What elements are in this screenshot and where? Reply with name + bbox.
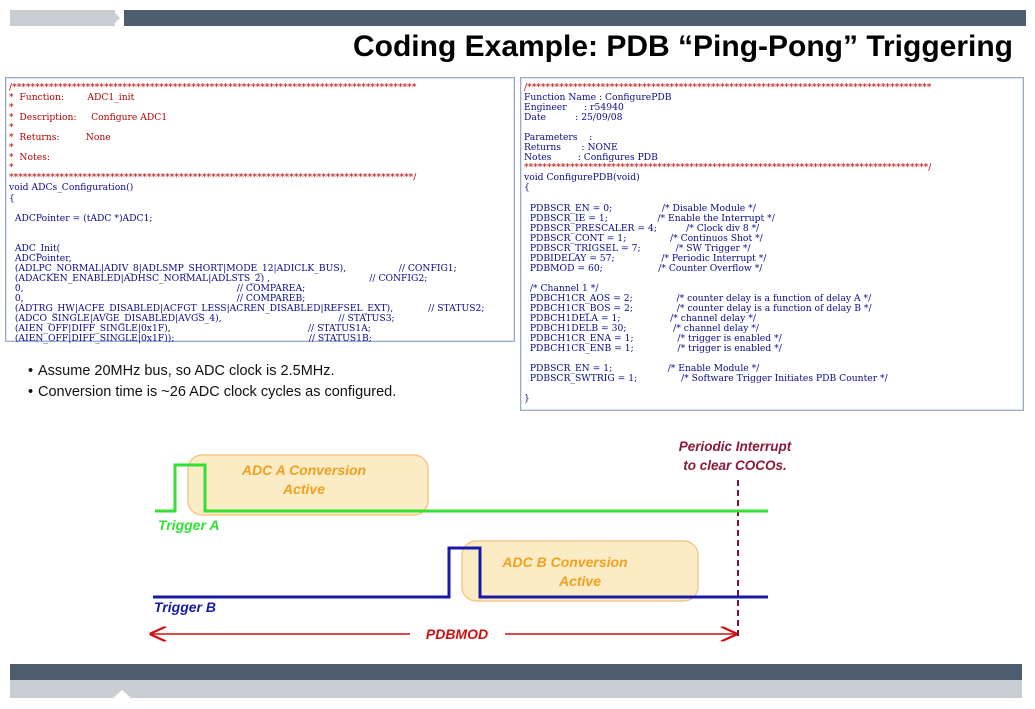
pdb-code-block: /***************************************… xyxy=(524,83,1020,405)
code-line: 0, // COMPAREA; xyxy=(9,282,306,294)
adc-b-label-line2: Active xyxy=(558,573,601,589)
code-line: Parameters : xyxy=(524,132,593,144)
code-line: PDBCH1CR_ENA = 1; /* trigger is enabled … xyxy=(524,333,782,345)
code-line: * xyxy=(9,122,14,134)
code-line: PDBCH1DELB = 30; /* channel delay */ xyxy=(524,323,759,335)
code-line: (ADTRG_HW|ACFE_DISABLED|ACFGT_LESS|ACREN… xyxy=(9,303,485,315)
bullet-item-conversion-time: •Conversion time is ~26 ADC clock cycles… xyxy=(28,384,397,400)
top-bar-notch xyxy=(112,10,120,26)
code-line: PDBCH1CR_BOS = 2; /* counter delay is a … xyxy=(524,303,872,315)
top-bar-right xyxy=(124,10,1026,26)
code-line: ADC_Init( xyxy=(9,242,61,254)
trigger-a-waveform xyxy=(155,463,768,513)
code-line: PDBCH1CR_ENB = 1; /* trigger is enabled … xyxy=(524,343,782,355)
code-line: PDBSCR_PRESCALER = 4; /* Clock div 8 */ xyxy=(524,222,760,234)
code-line: PDBCH1CR_AOS = 2; /* counter delay is a … xyxy=(524,292,872,304)
code-line xyxy=(524,123,1020,133)
bullet-item-bus-clock: •Assume 20MHz bus, so ADC clock is 2.5MH… xyxy=(28,363,335,379)
code-line: PDBSCR_TRIGSEL = 7; /* SW Trigger */ xyxy=(524,242,751,254)
code-line: (ADACKEN_ENABLED|ADHSC_NORMAL|ADLSTS_2) … xyxy=(9,272,428,284)
bottom-bar-light xyxy=(10,680,1022,698)
code-line: (AIEN_OFF|DIFF_SINGLE|0x1F)); // STATUS1… xyxy=(9,333,372,345)
code-line: Date : 25/09/08 xyxy=(524,112,623,124)
code-line: PDBSCR_EN = 0; /* Disable Module */ xyxy=(524,202,756,214)
adc-a-label-line1: ADC A Conversion xyxy=(241,462,366,478)
trigger-a-label: Trigger A xyxy=(158,517,219,533)
bottom-bar xyxy=(10,664,1022,680)
adc-a-conversion-box xyxy=(187,454,429,516)
adc-code-block: /***************************************… xyxy=(9,83,511,344)
code-line xyxy=(524,384,1020,394)
code-line: PDBCH1DELA = 1; /* channel delay */ xyxy=(524,313,756,325)
code-line: PDBIDELAY = 57; /* Periodic Interrupt */ xyxy=(524,252,767,264)
code-line: * Returns: None xyxy=(9,132,111,144)
code-line: PDBMOD = 60; /* Counter Overflow */ xyxy=(524,262,763,274)
code-line: ****************************************… xyxy=(524,162,932,174)
interrupt-label-line2: to clear COCOs. xyxy=(683,458,787,473)
code-line: 0, // COMPAREB; xyxy=(9,292,306,304)
adc-b-conversion-box xyxy=(461,540,699,602)
code-line: { xyxy=(524,182,530,194)
code-line: (AIEN_OFF|DIFF_SINGLE|0x1F), // STATUS1A… xyxy=(9,323,371,335)
code-line: (ADLPC_NORMAL|ADIV_8|ADLSMP_SHORT|MODE_1… xyxy=(9,262,457,274)
code-line: * xyxy=(9,162,14,174)
top-bar-left xyxy=(10,10,115,26)
code-line: void ADCs_Configuration() xyxy=(9,182,134,194)
code-line xyxy=(524,274,1020,284)
code-line: PDBSCR_EN = 1; /* Enable Module */ xyxy=(524,363,760,375)
code-line: PDBSCR_IE = 1; /* Enable the Interrupt *… xyxy=(524,212,775,224)
code-line: { xyxy=(9,192,15,204)
pdbmod-label: PDBMOD xyxy=(426,626,488,642)
code-line: * Function: ADC1_init xyxy=(9,92,135,104)
code-line: (ADCO_SINGLE|AVGE_DISABLED|AVGS_4), // S… xyxy=(9,313,395,325)
code-line: ****************************************… xyxy=(9,172,417,184)
interrupt-label-line1: Periodic Interrupt xyxy=(679,439,792,454)
code-line: void ConfigurePDB(void) xyxy=(524,172,640,184)
code-line: ADCPointer = (tADC *)ADC1; xyxy=(9,212,153,224)
code-line: * Description: Configure ADC1 xyxy=(9,112,168,124)
adc-b-label-line1: ADC B Conversion xyxy=(501,554,627,570)
code-line: Engineer : r54940 xyxy=(524,102,624,114)
trigger-b-label: Trigger B xyxy=(154,599,216,615)
bullet-text: Conversion time is ~26 ADC clock cycles … xyxy=(38,384,397,400)
code-line: Returns : NONE xyxy=(524,142,618,154)
code-line: Notes : Configures PDB xyxy=(524,152,658,164)
code-line: PDBSCR_SWTRIG = 1; /* Software Trigger I… xyxy=(524,373,888,385)
code-line xyxy=(9,224,511,234)
code-line: /* Channel 1 */ xyxy=(524,282,599,294)
code-line: /***************************************… xyxy=(9,83,417,93)
code-line: ADCPointer, xyxy=(9,252,72,264)
code-line xyxy=(9,234,511,244)
code-line: } xyxy=(524,393,530,405)
bullet-text: Assume 20MHz bus, so ADC clock is 2.5MHz… xyxy=(38,363,335,379)
adc-code-panel: /***************************************… xyxy=(5,77,515,344)
code-line: * xyxy=(9,102,14,114)
trigger-b-waveform xyxy=(153,546,768,599)
bullet-list: •Assume 20MHz bus, so ADC clock is 2.5MH… xyxy=(28,361,396,403)
adc-a-label-line2: Active xyxy=(282,481,325,497)
code-line: PDBSCR_CONT = 1; /* Continuos Shot */ xyxy=(524,232,763,244)
pdb-code-panel: /***************************************… xyxy=(520,77,1024,411)
code-line: /***************************************… xyxy=(524,83,932,93)
code-line: * Notes: xyxy=(9,152,50,164)
slide-title: Coding Example: PDB “Ping-Pong” Triggeri… xyxy=(352,30,1013,63)
bottom-bar-notch xyxy=(112,690,132,699)
code-line: * xyxy=(9,142,14,154)
code-line: Function Name : ConfigurePDB xyxy=(524,92,672,104)
